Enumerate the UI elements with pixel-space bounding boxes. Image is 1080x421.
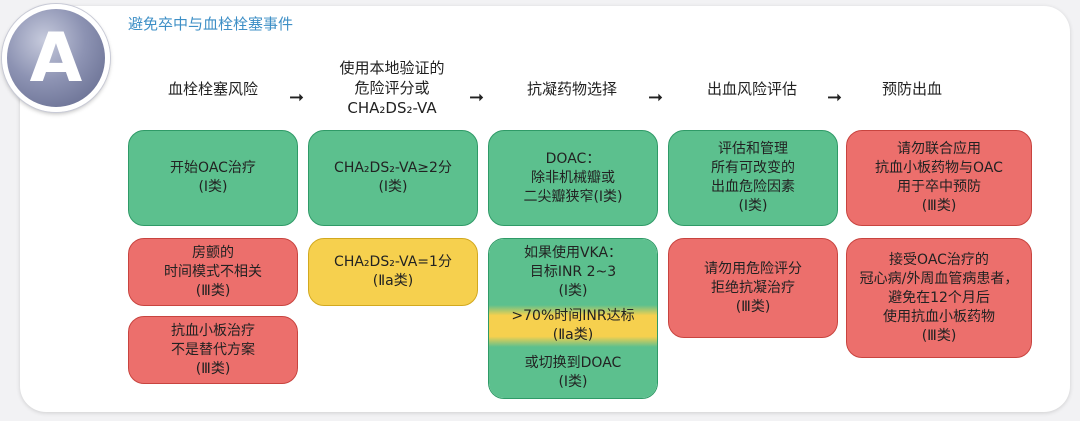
text-line: 危险评分或	[354, 79, 430, 97]
text-line: 评估和管理	[718, 141, 788, 157]
box-vka-group: 如果使用VKA： 目标INR 2~3 (Ⅰ类) >70%时间INR达标 (Ⅱa类) 或…	[488, 238, 658, 399]
panel-caption: 避免卒中与血栓栓塞事件	[128, 15, 294, 33]
arrow-right-icon: ➞	[289, 87, 305, 108]
box-cha2ds2va-eq1: CHA₂DS₂-VA=1分 (Ⅱa类)	[308, 238, 478, 306]
arrow-right-icon: ➞	[648, 87, 664, 108]
box-cha2ds2va-ge2: CHA₂DS₂-VA≥2分 (Ⅰ类)	[308, 130, 478, 226]
box-af-pattern-irrelevant: 房颤的时间模式不相关 (Ⅲ类)	[128, 238, 298, 306]
text-line: 房颤的	[192, 244, 234, 261]
text-line: 使用本地验证的	[339, 59, 445, 77]
step-risk-score: 使用本地验证的危险评分或 CHA₂DS₂-VA	[312, 58, 472, 118]
text-line: 出血危险因素	[711, 179, 795, 195]
text-line: (Ⅰ类)	[198, 179, 228, 195]
step-prevent-bleeding: 预防出血	[852, 79, 972, 99]
box-doac: DOAC： 除非机械瓣或二尖瓣狭窄(Ⅰ类)	[488, 130, 658, 226]
text-line: 目标INR 2~3	[529, 263, 617, 280]
text-line: 二尖瓣狭窄(Ⅰ类)	[523, 188, 623, 205]
text-line: 血栓栓塞风险	[167, 80, 258, 98]
text-line: (Ⅲ类)	[921, 198, 957, 214]
step-thromboembolic-risk: 血栓栓塞风险	[138, 79, 288, 99]
text-line: (Ⅰ类)	[378, 179, 408, 195]
text-line: 如果使用VKA：	[523, 244, 623, 261]
text-line: 拒绝抗凝治疗	[711, 279, 795, 296]
text-line: >70%时间INR达标	[511, 308, 635, 324]
text-line: (Ⅰ类)	[738, 198, 768, 214]
box-no-antiplatelet-combo: 请勿联合应用抗血小板药物与OAC 用于卒中预防 (Ⅲ类)	[846, 130, 1032, 226]
text-line: (Ⅲ类)	[195, 360, 231, 377]
text-line: (Ⅲ类)	[195, 282, 231, 299]
text-line: 除非机械瓣或	[531, 169, 615, 186]
text-line: 用于卒中预防	[897, 179, 981, 195]
text-line: 预防出血	[881, 80, 942, 98]
step-anticoagulant-choice: 抗凝药物选择	[492, 79, 652, 99]
text-line: (Ⅰ类)	[558, 282, 588, 299]
text-line: (Ⅲ类)	[735, 298, 771, 315]
box-vka-ttr-70: >70%时间INR达标 (Ⅱa类)	[489, 305, 657, 347]
text-line: 出血风险评估	[706, 80, 797, 98]
text-line: 冠心病/外周血管病患者，	[859, 270, 1019, 287]
text-line: (Ⅱa类)	[372, 273, 414, 289]
text-line: 使用抗血小板药物	[883, 308, 995, 325]
box-vka-target-inr: 如果使用VKA： 目标INR 2~3 (Ⅰ类)	[489, 239, 657, 305]
text-line: 避免在12个月后	[888, 289, 990, 306]
arrow-right-icon: ➞	[827, 87, 843, 108]
text-line: CHA₂DS₂-VA=1分	[334, 254, 452, 270]
step-bleeding-risk: 出血风险评估	[672, 79, 832, 99]
text-line: 请勿用危险评分	[704, 260, 802, 277]
text-line: 所有可改变的	[711, 160, 795, 176]
box-assess-bleeding-factors: 评估和管理所有可改变的出血危险因素 (Ⅰ类)	[668, 130, 838, 226]
text-line: 时间模式不相关	[164, 263, 262, 280]
text-line: 不是替代方案	[171, 341, 255, 358]
box-cad-pad-antiplatelet: 接受OAC治疗的冠心病/外周血管病患者， 避免在12个月后使用抗血小板药物 (Ⅲ类)	[846, 238, 1032, 358]
text-line: CHA₂DS₂-VA	[347, 99, 437, 117]
arrow-right-icon: ➞	[469, 87, 485, 108]
text-line: 抗凝药物选择	[526, 80, 617, 98]
box-switch-to-doac: 或切换到DOAC (Ⅰ类)	[489, 347, 657, 398]
text-line: (Ⅲ类)	[921, 327, 957, 344]
box-antiplatelet-not-alternative: 抗血小板治疗不是替代方案 (Ⅲ类)	[128, 316, 298, 384]
text-line: 抗血小板治疗	[171, 322, 255, 339]
text-line: 抗血小板药物与OAC	[875, 160, 1003, 176]
text-line: DOAC：	[545, 150, 601, 167]
text-line: 接受OAC治疗的	[889, 251, 989, 268]
text-line: 请勿联合应用	[897, 141, 981, 157]
box-no-score-withholding: 请勿用危险评分拒绝抗凝治疗 (Ⅲ类)	[668, 238, 838, 338]
text-line: CHA₂DS₂-VA≥2分	[334, 160, 452, 176]
text-line: (Ⅰ类)	[558, 373, 588, 390]
text-line: 开始OAC治疗	[170, 160, 256, 176]
box-start-oac: 开始OAC治疗 (Ⅰ类)	[128, 130, 298, 226]
text-line: (Ⅱa类)	[552, 327, 594, 343]
text-line: 或切换到DOAC	[524, 354, 622, 371]
panel-letter-badge: A	[2, 4, 110, 112]
